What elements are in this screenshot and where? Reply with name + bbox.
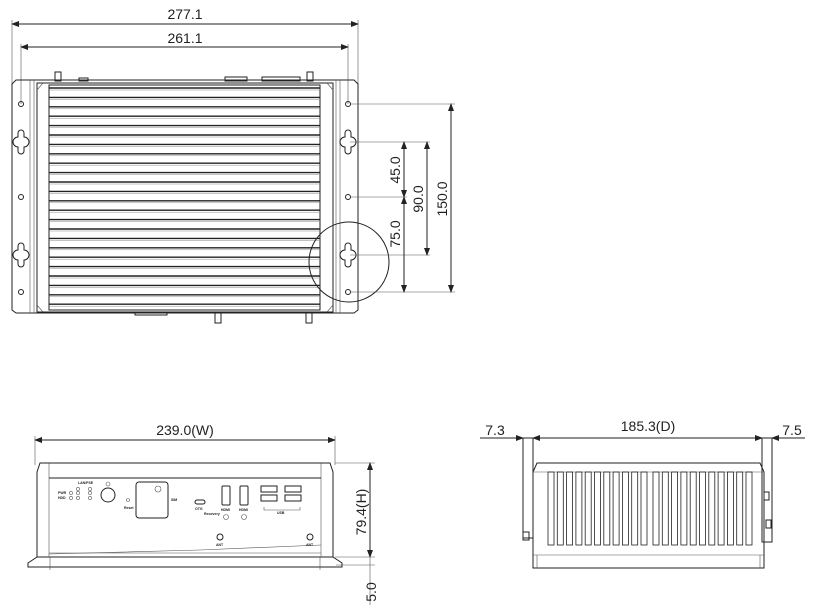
top-view: 277.1 261.1: [11, 6, 455, 324]
dim-foot: 5.0: [363, 582, 379, 602]
side-fin: [631, 471, 639, 546]
side-fin: [745, 471, 753, 546]
label-recovery: Recovery: [204, 512, 220, 516]
side-fin: [652, 471, 660, 546]
dim-left-offset: 7.3: [485, 422, 505, 438]
side-fin: [689, 471, 697, 546]
side-fin: [708, 471, 716, 546]
side-fin: [566, 471, 573, 546]
side-fin: [584, 471, 592, 546]
side-fin: [680, 471, 688, 546]
label-usb: USB: [277, 511, 285, 515]
heatsink-fins: [49, 87, 320, 307]
side-fins: [547, 471, 753, 546]
led-indicators: [69, 487, 92, 500]
dim-hole-span: 261.1: [167, 30, 202, 46]
dim-75: 75.0: [387, 220, 403, 247]
label-ant-2: ANT: [306, 543, 314, 547]
dim-overall-width: 277.1: [167, 6, 202, 22]
side-view: 7.3 185.3(D) 7.5: [480, 418, 805, 569]
side-fin: [575, 471, 583, 546]
label-sim: SIM: [171, 498, 177, 502]
dim-90: 90.0: [410, 185, 426, 212]
front-view: 239.0(W) 79.4(H) 5.0: [27, 422, 379, 605]
dim-150: 150.0: [434, 181, 450, 216]
side-fin: [671, 471, 678, 546]
label-hdd: HDD: [58, 496, 66, 500]
label-hdmi-2: HDMI: [239, 508, 248, 512]
label-reset: Reset: [124, 506, 134, 510]
dim-right-offset: 7.5: [782, 422, 802, 438]
side-fin: [594, 471, 601, 546]
detail-circle: [308, 221, 390, 303]
side-fin: [661, 471, 669, 546]
side-fin: [727, 471, 734, 546]
side-fin: [612, 471, 620, 546]
dim-45: 45.0: [387, 156, 403, 183]
side-fin: [622, 471, 629, 546]
side-fin: [556, 471, 564, 546]
side-fin: [640, 471, 648, 546]
dim-depth: 185.3(D): [621, 418, 675, 434]
label-lan: LAN/PSE: [78, 481, 94, 485]
side-fin: [603, 471, 611, 546]
dim-width: 239.0(W): [156, 422, 214, 438]
side-fin: [547, 471, 555, 546]
side-fin: [717, 471, 725, 546]
side-fin: [699, 471, 706, 546]
dimension-277: 277.1: [11, 6, 359, 84]
side-fin: [736, 471, 744, 546]
label-pwr: PWR: [58, 491, 67, 495]
label-ant-1: ANT: [216, 543, 224, 547]
label-hdmi-1: HDMI: [221, 508, 230, 512]
mounting-holes: [12, 101, 357, 295]
label-otg: OTG: [195, 507, 203, 511]
dim-height: 79.4(H): [353, 489, 369, 536]
dimension-261: 261.1: [20, 30, 349, 104]
